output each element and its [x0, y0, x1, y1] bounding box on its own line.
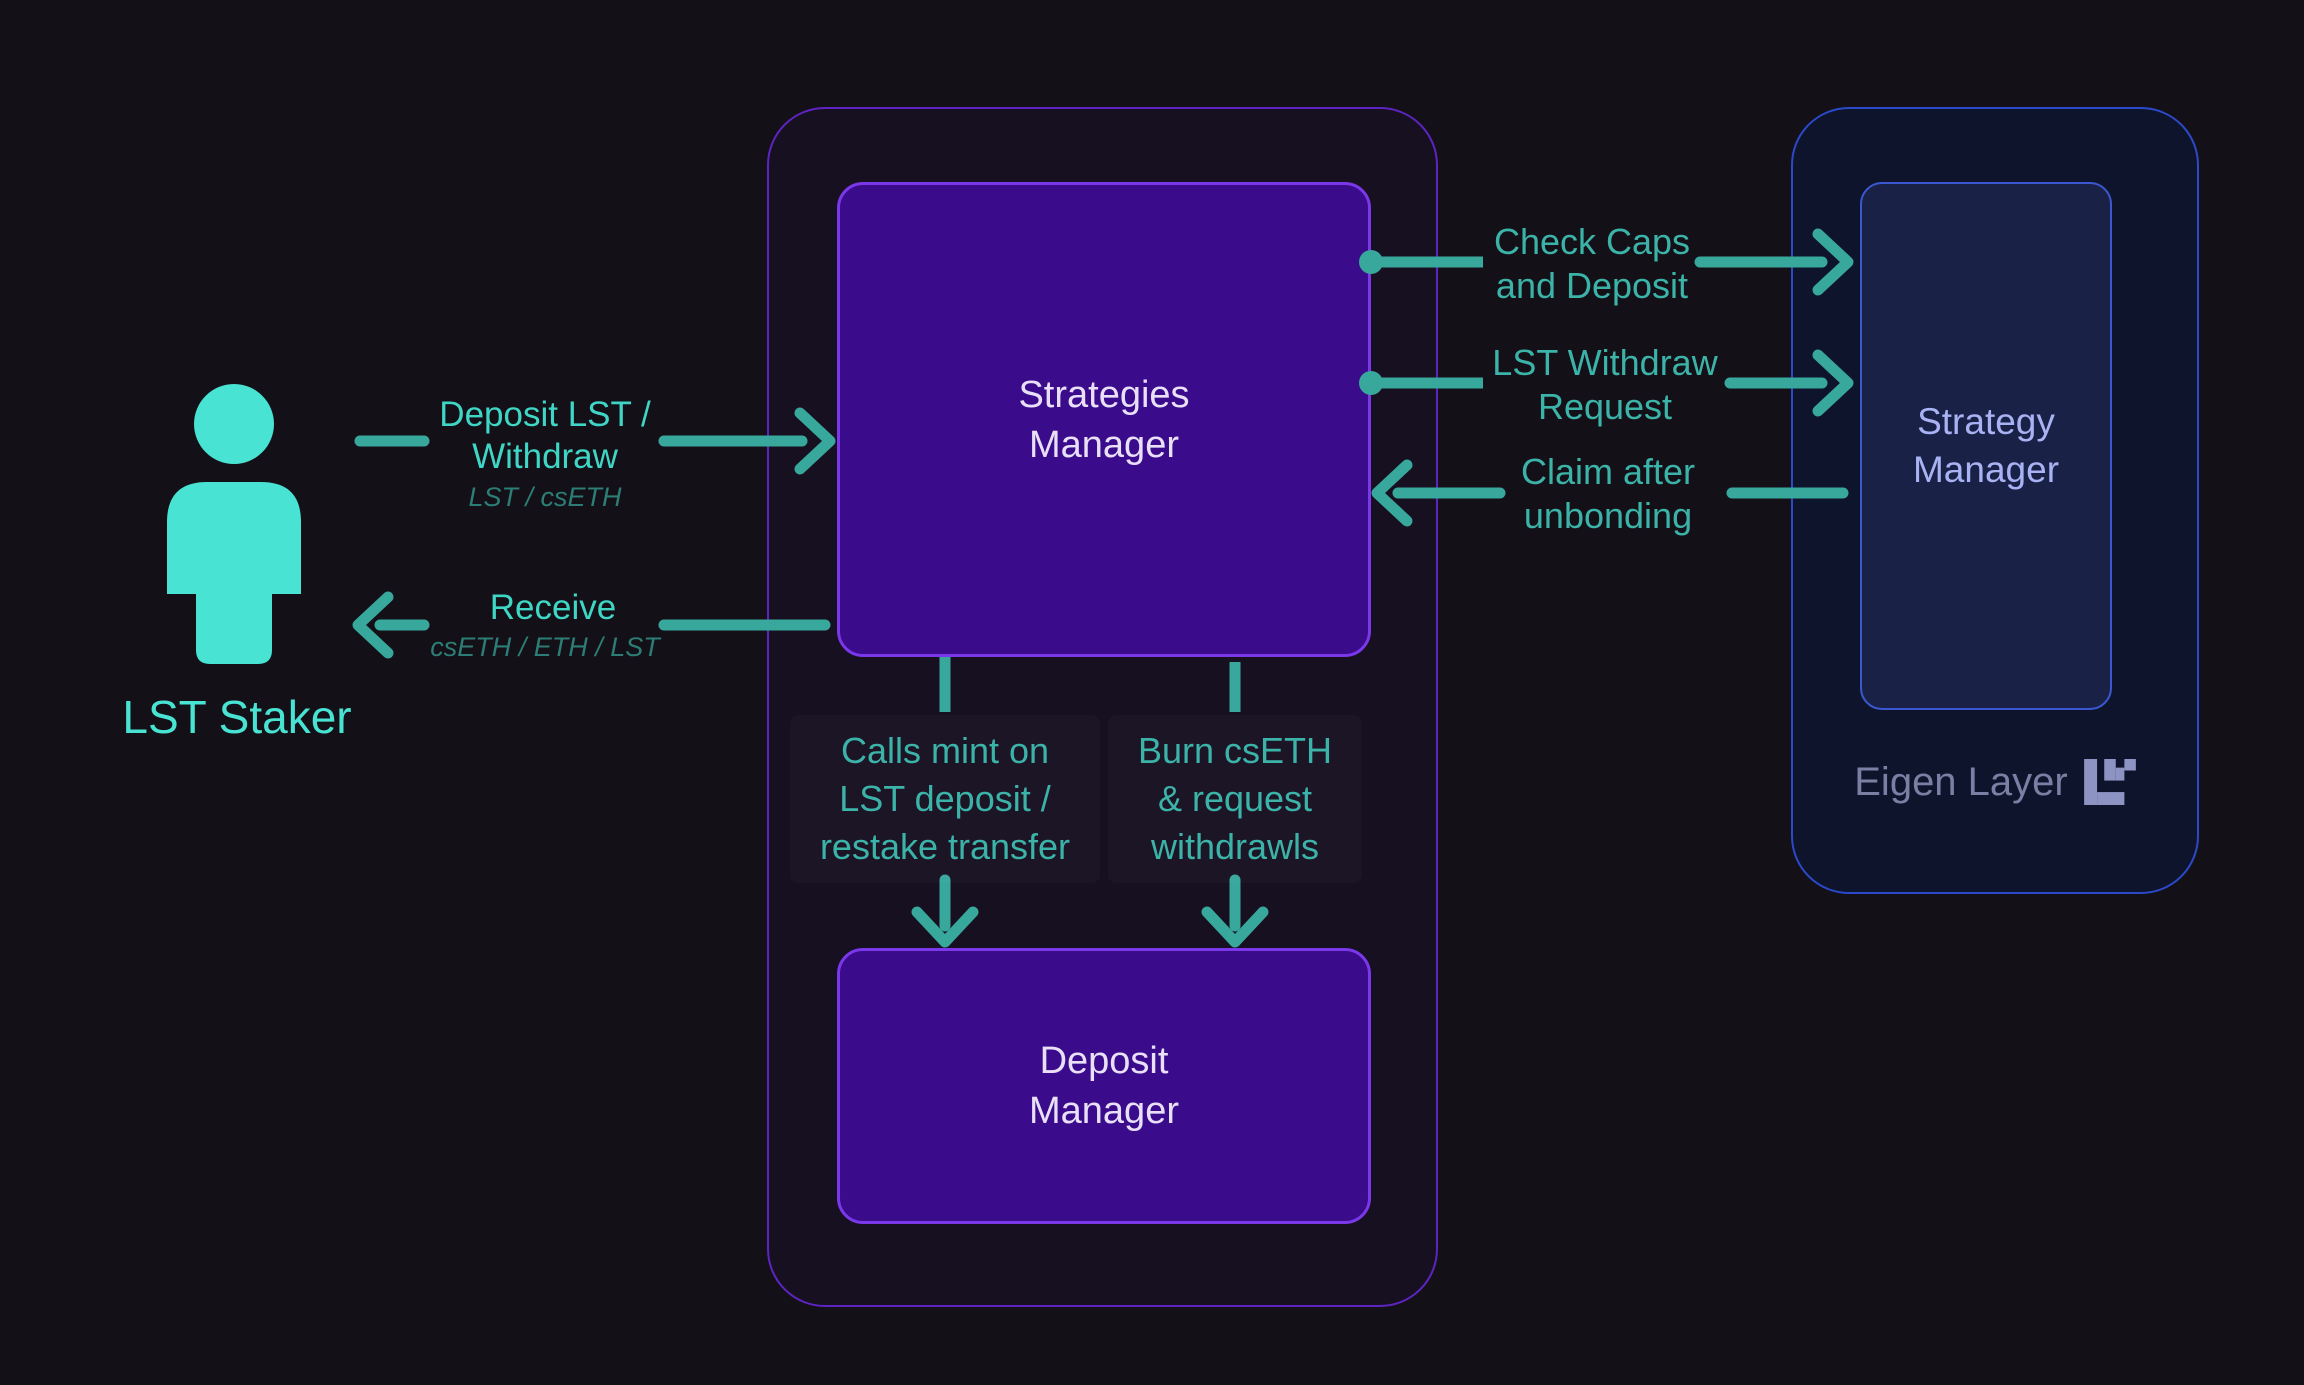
person-icon	[167, 384, 301, 664]
deposit-manager-label: Deposit Manager	[1029, 1040, 1179, 1132]
eigen-layer-logo-icon	[2083, 759, 2136, 805]
strategy-manager-node: Strategy Manager	[1860, 182, 2112, 710]
lst-withdraw-flow-label: LST Withdraw Request	[1492, 342, 1718, 427]
receive-flow-label: Receive	[489, 588, 617, 627]
deposit-flow-label: Deposit LST / Withdraw	[439, 395, 651, 476]
deposit-manager-node: Deposit Manager	[837, 948, 1371, 1224]
receive-flow-sublabel: csETH / ETH / LST	[430, 632, 660, 662]
strategies-manager-label: Strategies Manager	[1018, 373, 1190, 466]
deposit-flow-sublabel: LST / csETH	[468, 482, 622, 512]
strategy-manager-label: Strategy Manager	[1912, 401, 2060, 490]
eigen-layer-label: Eigen Layer	[1854, 759, 2068, 804]
check-caps-flow-label: Check Caps and Deposit	[1493, 221, 1691, 306]
strategies-manager-node: Strategies Manager	[837, 182, 1371, 657]
eigen-layer-caption-row: Eigen Layer	[1791, 752, 2199, 812]
burn-flow-label: Burn csETH & request withdrawls	[1108, 715, 1362, 883]
mint-flow-label: Calls mint on LST deposit / restake tran…	[790, 715, 1100, 883]
receive-arrowhead-icon	[352, 591, 394, 659]
claim-flow-label: Claim after unbonding	[1520, 451, 1696, 536]
actor-label: LST Staker	[122, 691, 352, 743]
